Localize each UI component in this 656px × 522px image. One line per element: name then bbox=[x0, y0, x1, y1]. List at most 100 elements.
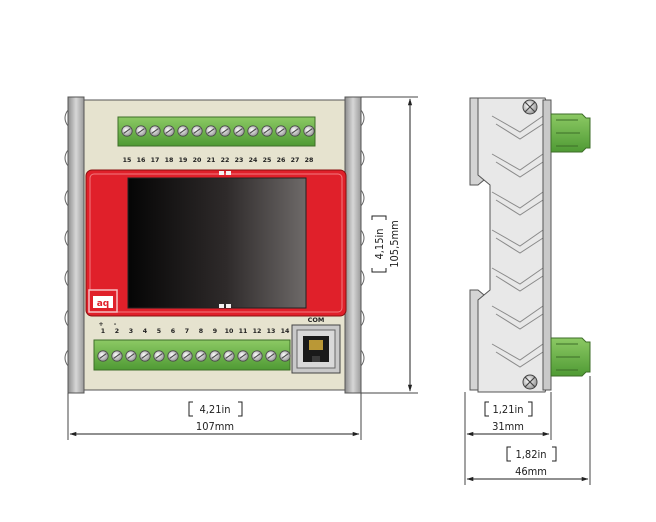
top-terminal-number: 18 bbox=[165, 157, 174, 164]
side-bottom-connector bbox=[550, 337, 591, 377]
bottom-terminal-number: 9 bbox=[213, 328, 217, 335]
bottom-terminal-number: 10 bbox=[225, 328, 234, 335]
bottom-screw-9 bbox=[209, 350, 221, 362]
polarity-plus: + bbox=[98, 321, 103, 328]
top-screw-18 bbox=[163, 125, 175, 137]
bottom-screw-8 bbox=[195, 350, 207, 362]
bottom-terminal-number: 5 bbox=[157, 328, 161, 335]
led-indicator-bottom bbox=[219, 304, 224, 308]
height-dimension: 4,15in 105,5mm bbox=[361, 96, 418, 394]
svg-text:aq: aq bbox=[97, 299, 110, 309]
bottom-terminal-number: 12 bbox=[253, 328, 262, 335]
top-screw-23 bbox=[233, 125, 245, 137]
side-rib bbox=[491, 229, 544, 254]
led-indicator-top bbox=[219, 171, 224, 175]
bottom-terminal-number: 6 bbox=[171, 328, 176, 335]
side-depth-inches: 1,21in bbox=[492, 403, 523, 416]
top-terminal-number: 19 bbox=[179, 157, 188, 164]
bottom-terminal-number: 13 bbox=[267, 328, 276, 335]
top-screw-17 bbox=[149, 125, 161, 137]
front-width-inches: 4,21in bbox=[199, 403, 230, 416]
side-rib bbox=[491, 343, 544, 368]
top-terminal-number: 28 bbox=[305, 157, 314, 164]
top-screw-20 bbox=[191, 125, 203, 137]
bottom-screw-13 bbox=[265, 350, 277, 362]
led-indicator-bottom-2 bbox=[226, 304, 231, 308]
bottom-screw-4 bbox=[139, 350, 151, 362]
side-rib bbox=[491, 305, 544, 330]
bottom-screw-2 bbox=[111, 350, 123, 362]
top-screw-22 bbox=[219, 125, 231, 137]
side-housing bbox=[477, 97, 551, 393]
left-rail bbox=[64, 96, 85, 394]
right-rail bbox=[344, 96, 365, 394]
bottom-terminal-screws bbox=[97, 350, 291, 362]
side-front-bezel bbox=[542, 99, 552, 391]
bottom-screw-3 bbox=[125, 350, 137, 362]
side-rib bbox=[491, 153, 544, 178]
top-screw-26 bbox=[275, 125, 287, 137]
bottom-terminal-number: 2 bbox=[115, 328, 119, 335]
side-screw-top bbox=[522, 99, 538, 115]
bottom-screw-14 bbox=[279, 350, 291, 362]
bottom-terminal-number: 7 bbox=[185, 328, 189, 335]
side-screw-bottom bbox=[522, 374, 538, 390]
top-screw-28 bbox=[303, 125, 315, 137]
bottom-terminal-number: 3 bbox=[129, 328, 133, 335]
top-terminal-screws bbox=[121, 125, 315, 137]
total-depth-mm: 46mm bbox=[515, 465, 547, 478]
com-port-label: COM bbox=[308, 316, 325, 324]
side-depth-mm: 31mm bbox=[492, 420, 524, 433]
front-width-dimension: 4,21in 107mm bbox=[67, 393, 362, 440]
side-depth-dimension: 1,21in 31mm bbox=[464, 376, 591, 485]
bottom-terminal-number: 8 bbox=[199, 328, 203, 335]
top-terminal-number: 23 bbox=[235, 157, 244, 164]
led-indicator-top-2 bbox=[226, 171, 231, 175]
bottom-terminal-number: 14 bbox=[281, 328, 290, 335]
total-depth-inches: 1,82in bbox=[515, 448, 546, 461]
brand-logo: aq bbox=[88, 289, 118, 313]
side-view bbox=[469, 97, 591, 393]
height-mm: 105,5mm bbox=[388, 220, 401, 268]
bottom-terminal-number: 11 bbox=[239, 328, 248, 335]
side-cooling-ribs bbox=[491, 115, 544, 368]
top-screw-16 bbox=[135, 125, 147, 137]
top-terminal-number: 16 bbox=[137, 157, 146, 164]
side-rib bbox=[491, 267, 544, 292]
side-top-connector bbox=[550, 113, 591, 153]
top-screw-15 bbox=[121, 125, 133, 137]
bottom-terminal-number: 4 bbox=[143, 328, 148, 335]
top-terminal-number: 15 bbox=[123, 157, 132, 164]
bottom-screw-1 bbox=[97, 350, 109, 362]
bottom-screw-12 bbox=[251, 350, 263, 362]
top-screw-25 bbox=[261, 125, 273, 137]
front-width-mm: 107mm bbox=[196, 420, 234, 433]
top-terminal-number: 24 bbox=[249, 157, 258, 164]
top-terminal-number: 20 bbox=[193, 157, 202, 164]
bottom-terminal-number: 1 bbox=[101, 328, 105, 335]
top-terminal-number: 17 bbox=[151, 157, 160, 164]
bottom-screw-5 bbox=[153, 350, 165, 362]
top-terminal-number: 22 bbox=[221, 157, 230, 164]
top-terminal-number: 27 bbox=[291, 157, 300, 164]
top-screw-19 bbox=[177, 125, 189, 137]
top-screw-24 bbox=[247, 125, 259, 137]
top-screw-21 bbox=[205, 125, 217, 137]
bottom-screw-10 bbox=[223, 350, 235, 362]
bottom-screw-11 bbox=[237, 350, 249, 362]
lcd-screen bbox=[127, 177, 307, 309]
rj45-com-port bbox=[291, 324, 341, 374]
top-terminal-number: 25 bbox=[263, 157, 272, 164]
total-depth-dimension: 1,82in 46mm bbox=[466, 446, 589, 482]
bottom-screw-6 bbox=[167, 350, 179, 362]
top-terminal-number: 21 bbox=[207, 157, 216, 164]
height-inches: 4,15in bbox=[373, 228, 386, 259]
polarity-minus: - bbox=[114, 321, 117, 328]
side-rib bbox=[491, 115, 544, 140]
top-screw-27 bbox=[289, 125, 301, 137]
bottom-screw-7 bbox=[181, 350, 193, 362]
